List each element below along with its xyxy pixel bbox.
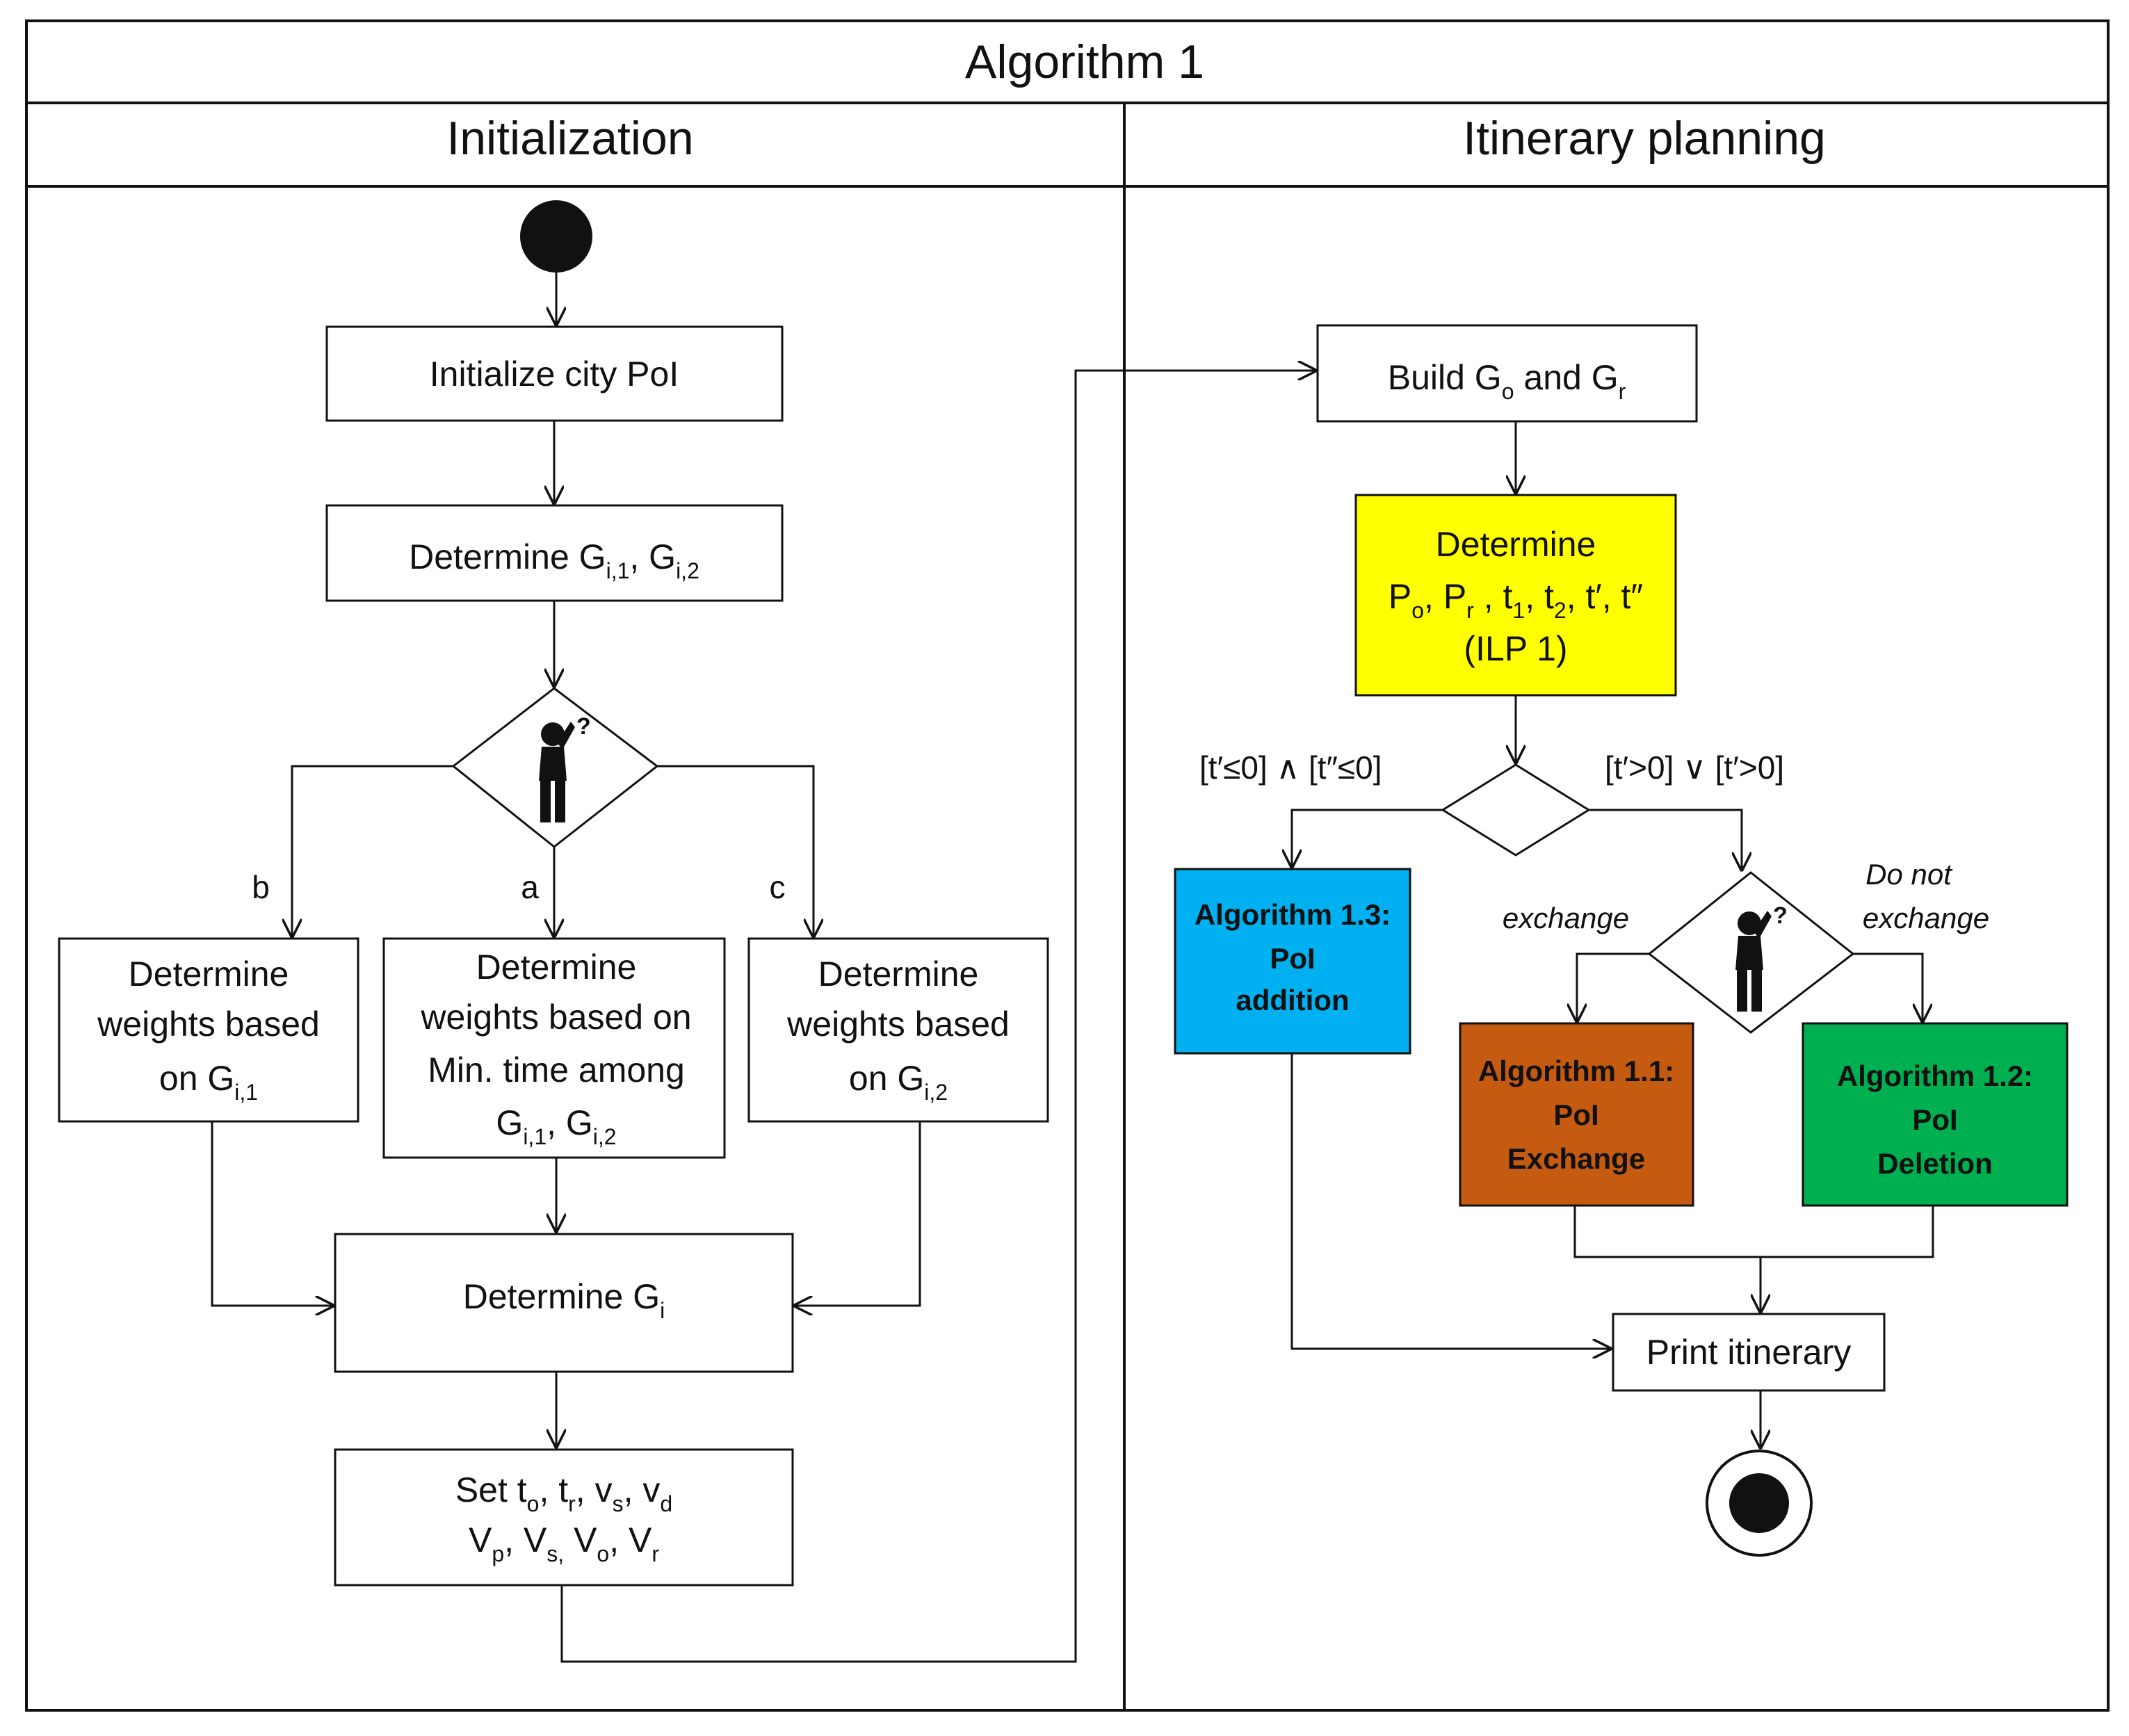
edge-alg13-print <box>1290 1053 1611 1349</box>
node-weights-min-time-line4: Gi,1, Gi,2 <box>496 1103 616 1149</box>
diagram-title: Algorithm 1 <box>965 35 1204 88</box>
edge-label-cond-right: [t′>0] ∨ [t′>0] <box>1605 749 1784 786</box>
node-weights-min-time-line2: weights based on <box>420 998 691 1037</box>
lane-itinerary-title: Itinerary planning <box>1463 112 1826 165</box>
node-weights-gi1-line1: Determine <box>129 955 289 993</box>
node-alg11-line2: PoI <box>1553 1098 1598 1131</box>
node-alg12-line2: PoI <box>1912 1103 1957 1136</box>
edge-label-cond-left: [t′≤0] ∧ [t″≤0] <box>1199 749 1382 786</box>
node-print-itinerary <box>1612 1313 1886 1392</box>
node-build-g <box>1316 324 1698 423</box>
edge-label-a: a <box>521 869 539 905</box>
start-node <box>520 200 592 273</box>
node-alg11-line3: Exchange <box>1507 1142 1645 1175</box>
edge-dec2-alg11 <box>1577 952 1649 1022</box>
node-determine-gi <box>334 1233 794 1373</box>
node-initialize-poi <box>325 325 784 422</box>
node-alg11 <box>1459 1022 1694 1207</box>
edge-label-do-not-2: exchange <box>1863 902 1989 934</box>
end-node-core <box>1729 1473 1789 1533</box>
node-determine-gi12 <box>325 504 784 602</box>
node-set-params <box>334 1448 794 1587</box>
node-weights-gi2-line3: on Gi,2 <box>849 1059 948 1105</box>
node-print-itinerary-label: Print itinerary <box>1646 1333 1852 1372</box>
node-determine-gi12-label: Determine Gi,1, Gi,2 <box>409 537 699 583</box>
decision-t-condition <box>1441 763 1591 857</box>
node-ilp-line3: (ILP 1) <box>1464 629 1567 668</box>
node-alg12 <box>1802 1022 2069 1207</box>
node-weights-gi1 <box>58 937 359 1123</box>
edge-label-b: b <box>252 869 270 905</box>
node-alg13 <box>1174 868 1411 1055</box>
edge-wc-detgi <box>794 1121 921 1306</box>
edge-cond-decision2 <box>1589 809 1742 870</box>
edge-decision-c <box>657 765 813 937</box>
edge-decision-b <box>292 765 453 937</box>
node-set-params-line1: Set to, tr, vs, vd <box>455 1470 672 1516</box>
node-ilp <box>1354 494 1677 697</box>
lane-initialization-title: Initialization <box>446 112 693 165</box>
node-set-params-line2: Vp, Vs, Vo, Vr <box>469 1520 659 1566</box>
node-alg13-line2: PoI <box>1270 942 1315 975</box>
node-ilp-line2: Po, Pr , t1, t2, t′, t″ <box>1389 577 1643 623</box>
edge-label-c: c <box>770 869 786 905</box>
node-weights-min-time-line1: Determine <box>476 948 637 987</box>
node-weights-gi2 <box>747 937 1049 1123</box>
edge-set-buildg <box>560 371 1316 1663</box>
node-determine-gi-label: Determine Gi <box>463 1277 665 1323</box>
edge-label-exchange: exchange <box>1503 902 1629 934</box>
diagram-frame <box>25 19 2110 1712</box>
node-alg13-line3: addition <box>1236 984 1349 1016</box>
edge-merge-alg11-alg12 <box>1573 1206 1934 1258</box>
node-weights-gi1-line2: weights based <box>97 1005 320 1044</box>
edge-wb-detgi <box>211 1121 334 1306</box>
node-alg13-line1: Algorithm 1.3: <box>1195 898 1391 931</box>
node-alg12-line1: Algorithm 1.2: <box>1837 1060 2033 1092</box>
node-alg11-line1: Algorithm 1.1: <box>1478 1055 1674 1087</box>
edge-label-do-not-1: Do not <box>1865 858 1953 891</box>
edge-cond-alg13 <box>1292 809 1443 868</box>
node-weights-gi2-line2: weights based <box>786 1005 1010 1044</box>
edge-dec2-alg12 <box>1853 952 1922 1022</box>
node-alg12-line3: Deletion <box>1877 1147 1993 1180</box>
node-build-g-label: Build Go and Gr <box>1388 358 1626 404</box>
node-weights-gi1-line3: on Gi,1 <box>159 1059 258 1105</box>
node-weights-gi2-line1: Determine <box>818 955 979 993</box>
node-weights-min-time-line3: Min. time among <box>428 1050 685 1089</box>
node-weights-min-time <box>382 937 726 1159</box>
node-ilp-line1: Determine <box>1436 525 1596 564</box>
node-initialize-poi-label: Initialize city PoI <box>430 355 679 394</box>
